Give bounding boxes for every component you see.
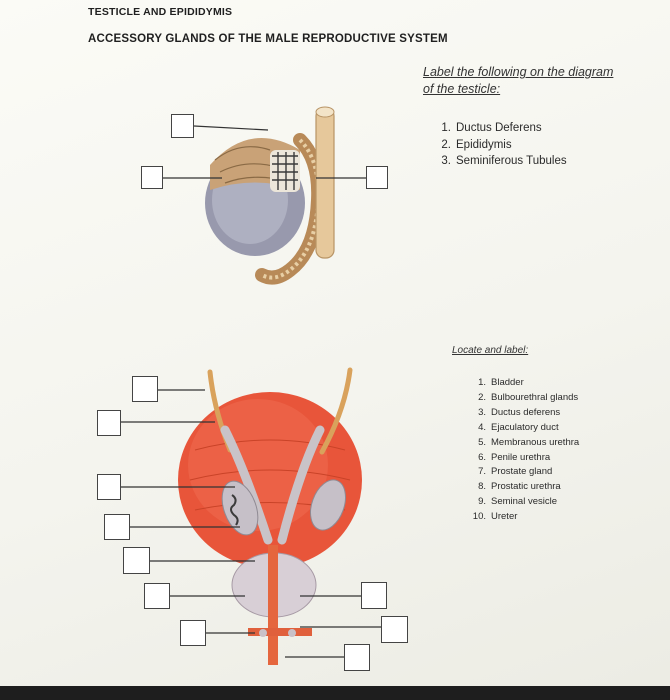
answer-box[interactable] — [97, 410, 121, 436]
list-item: 1.Ductus Deferens — [441, 122, 542, 134]
list-item: 5.Membranous urethra — [478, 436, 580, 448]
answer-box[interactable] — [381, 616, 408, 643]
vesicle-interior — [230, 494, 239, 526]
list-item: 2.Bulbourethral glands — [478, 391, 579, 403]
list-item: 8.Prostatic urethra — [478, 481, 561, 493]
list-item: 3.Ductus deferens — [478, 406, 561, 418]
glands-label-list: 1.Bladder 2.Bulbourethral glands 3.Ductu… — [472, 376, 579, 525]
list-item: 1.Bladder — [478, 377, 524, 388]
photo-edge — [0, 686, 670, 700]
list-item: 6.Penile urethra — [478, 451, 551, 463]
answer-box[interactable] — [171, 114, 194, 138]
answer-box[interactable] — [97, 474, 121, 500]
bulbourethral-gland — [288, 629, 296, 637]
urogenital-diaphragm — [248, 628, 312, 636]
answer-box[interactable] — [180, 620, 206, 646]
answer-box[interactable] — [132, 376, 158, 402]
answer-box[interactable] — [104, 514, 130, 540]
rete-mesh — [272, 152, 298, 190]
list-item: 2.Epididymis — [441, 138, 512, 151]
testicle-label-list: 1.Ductus Deferens 2.Epididymis 3.Seminif… — [439, 120, 567, 170]
seminal-vesicle-right — [310, 479, 346, 531]
section-title: TESTICLE AND EPIDIDYMIS — [88, 6, 233, 18]
answer-box[interactable] — [141, 166, 163, 189]
list-item: 9.Seminal vesicle — [478, 496, 557, 508]
page-title: ACCESSORY GLANDS OF THE MALE REPRODUCTIV… — [88, 33, 448, 45]
ductus-deferens-left — [220, 425, 273, 545]
answer-box[interactable] — [366, 166, 388, 189]
list-item: 10.Ureter — [472, 511, 518, 523]
answer-box[interactable] — [361, 582, 387, 609]
answer-box[interactable] — [344, 644, 370, 671]
ductus-opening — [315, 106, 335, 118]
leader-line — [193, 125, 269, 131]
epididymis-coils — [261, 138, 321, 280]
testicle-instruction: Label the following on the diagram of th… — [423, 65, 614, 96]
ureter-right — [319, 367, 353, 455]
list-item: 3.Seminiferous Tubules — [441, 155, 567, 167]
answer-box[interactable] — [144, 583, 170, 609]
answer-box[interactable] — [123, 547, 150, 574]
list-item: 7.Prostate gland — [478, 466, 553, 478]
list-item: 4.Ejaculatory duct — [478, 421, 559, 433]
glands-instruction: Locate and label: — [452, 345, 529, 356]
bulbourethral-gland — [259, 629, 267, 637]
seminal-vesicle-left — [221, 480, 259, 536]
urethra — [268, 545, 278, 665]
ductus-deferens-right — [277, 425, 325, 545]
